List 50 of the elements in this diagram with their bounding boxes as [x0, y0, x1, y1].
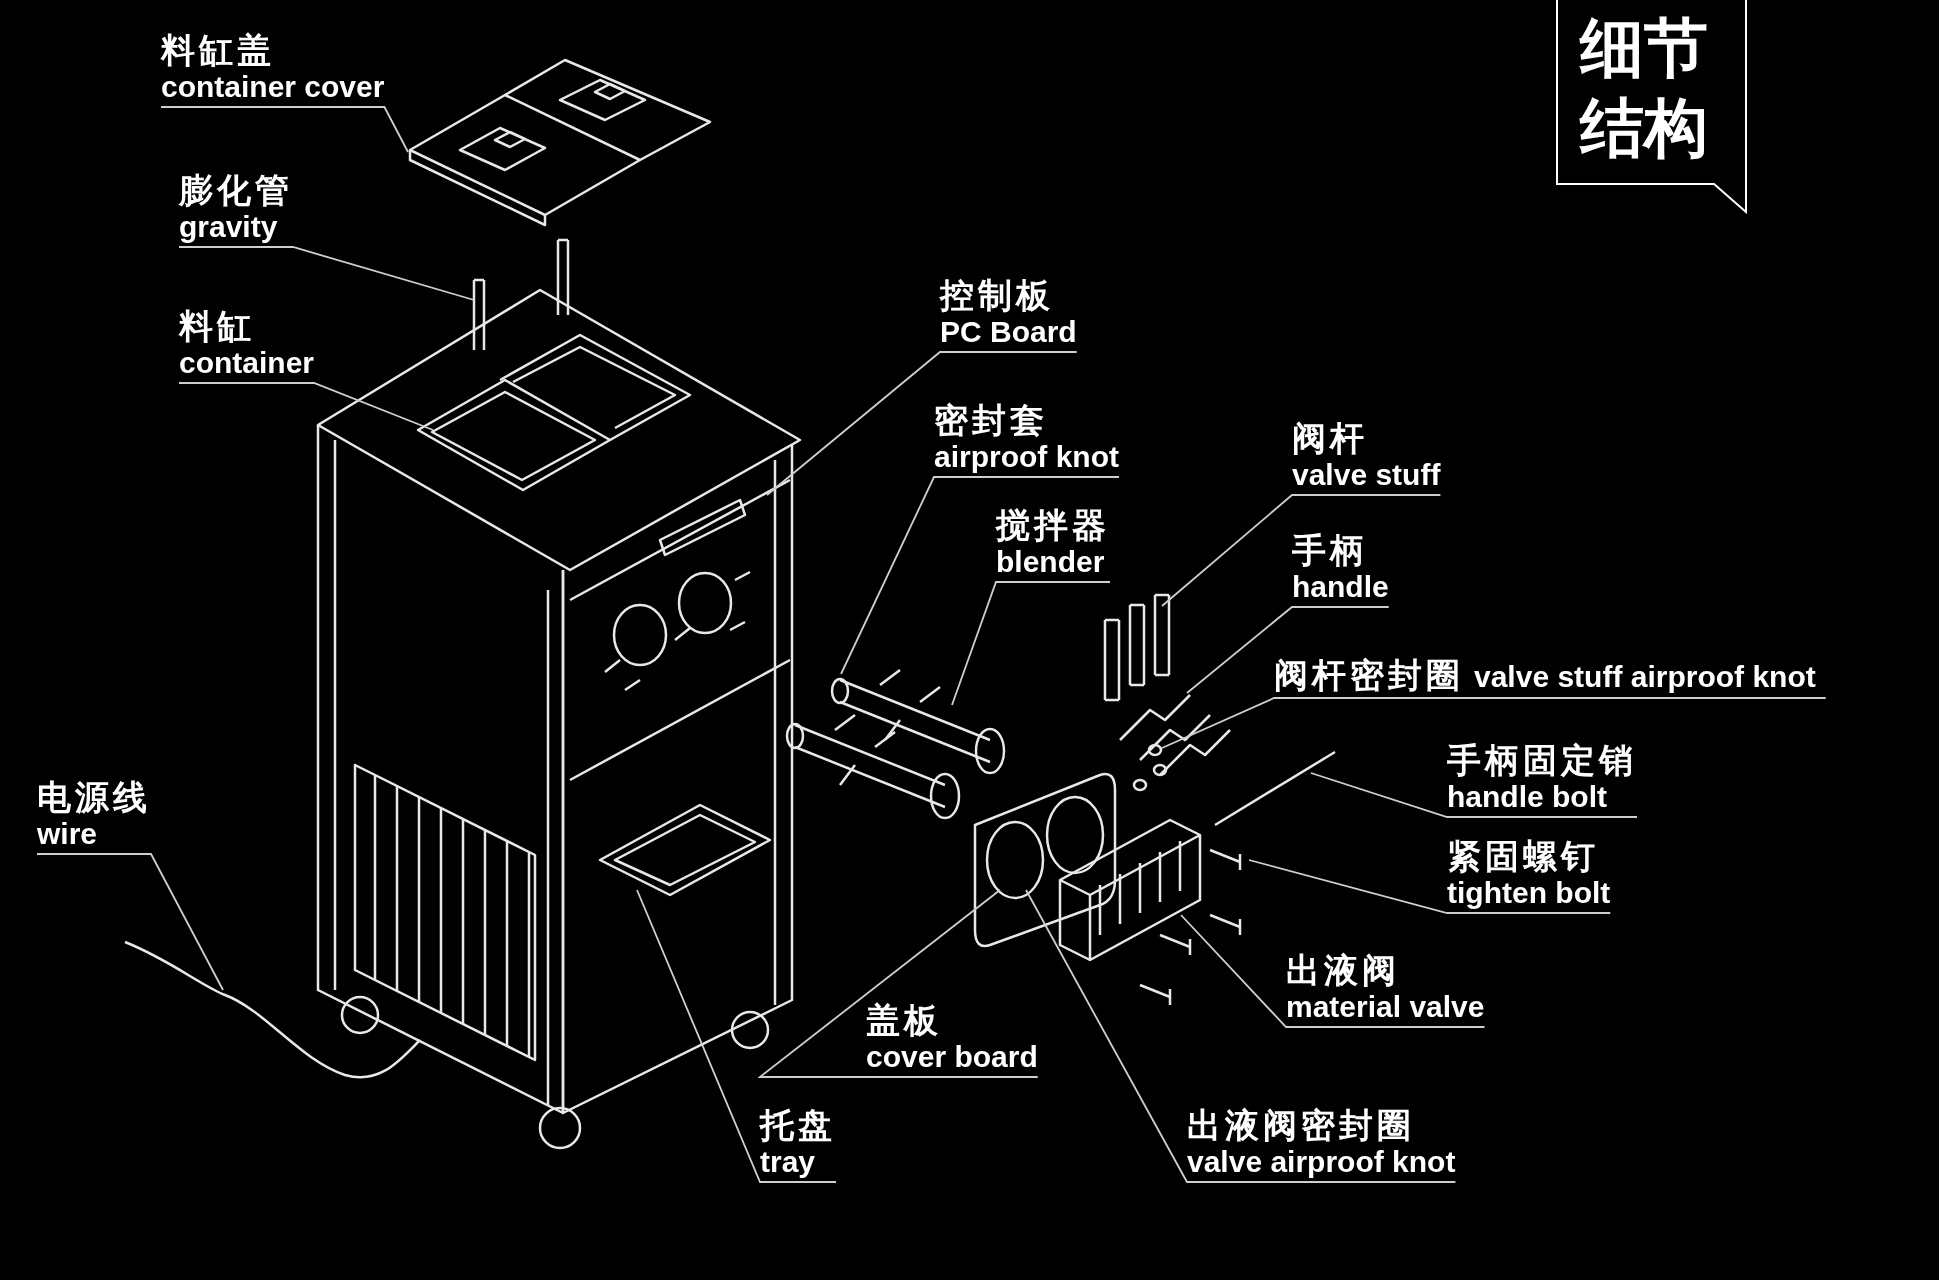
leader-line [840, 476, 1120, 675]
part-name: 托盘 [760, 1105, 836, 1145]
part-name-translation: airproof knot [934, 440, 1119, 474]
part-name-translation: material valve [1286, 990, 1485, 1024]
leader-line [951, 581, 1111, 706]
leader-line [1025, 889, 1457, 1183]
leader-line [636, 889, 837, 1183]
part-name: 阀杆 [1292, 418, 1368, 458]
part-name: 紧固螺钉 [1447, 836, 1599, 876]
part-name-translation: tighten bolt [1447, 876, 1611, 910]
leader-line [1310, 772, 1638, 818]
leader-line [1161, 697, 1827, 749]
part-name-translation: handle bolt [1447, 780, 1607, 814]
leader-line [1186, 606, 1390, 694]
part-name-translation: tray [760, 1145, 816, 1179]
leader-line [36, 853, 224, 991]
part-name: 料缸 [179, 306, 255, 346]
part-name: 控制板 [940, 275, 1054, 315]
part-name-translation: handle [1292, 570, 1389, 604]
part-name: 料缸盖 [161, 30, 275, 70]
part-name: 出液阀密封圈 [1187, 1105, 1415, 1145]
part-name-translation: blender [996, 545, 1105, 579]
part-name: 出液阀 [1286, 950, 1400, 990]
part-name-translation: valve airproof knot [1187, 1145, 1456, 1179]
part-name-translation: container cover [161, 70, 385, 104]
part-name: 搅拌器 [996, 505, 1110, 545]
part-name: 电源线 [37, 777, 151, 817]
leader-line [160, 106, 409, 153]
leader-line [1248, 859, 1612, 914]
leader-line [1161, 494, 1442, 607]
part-name-translation: valve stuff airproof knot [1474, 660, 1816, 694]
part-name: 手柄 [1292, 530, 1368, 570]
leader-line [178, 246, 475, 301]
heading-text: 细节结构 [1580, 9, 1709, 167]
part-name: 膨化管 [179, 170, 293, 210]
part-name: 手柄固定销 [1447, 740, 1637, 780]
part-name-translation: wire [37, 817, 98, 851]
part-name: 阀杆密封圈 [1274, 655, 1464, 695]
leader-line [766, 351, 1078, 496]
heading-callout-box [1556, 0, 1748, 214]
part-name: 盖板 [866, 1000, 942, 1040]
part-name-translation: cover board [866, 1040, 1038, 1074]
part-name-translation: valve stuff [1292, 458, 1441, 492]
leader-line [757, 889, 1039, 1078]
part-name-translation: gravity [179, 210, 278, 244]
leader-line [1180, 914, 1486, 1028]
part-name-translation: container [179, 346, 315, 380]
leader-line [178, 382, 434, 431]
part-name: 密封套 [934, 400, 1048, 440]
part-name-translation: PC Board [940, 315, 1077, 349]
